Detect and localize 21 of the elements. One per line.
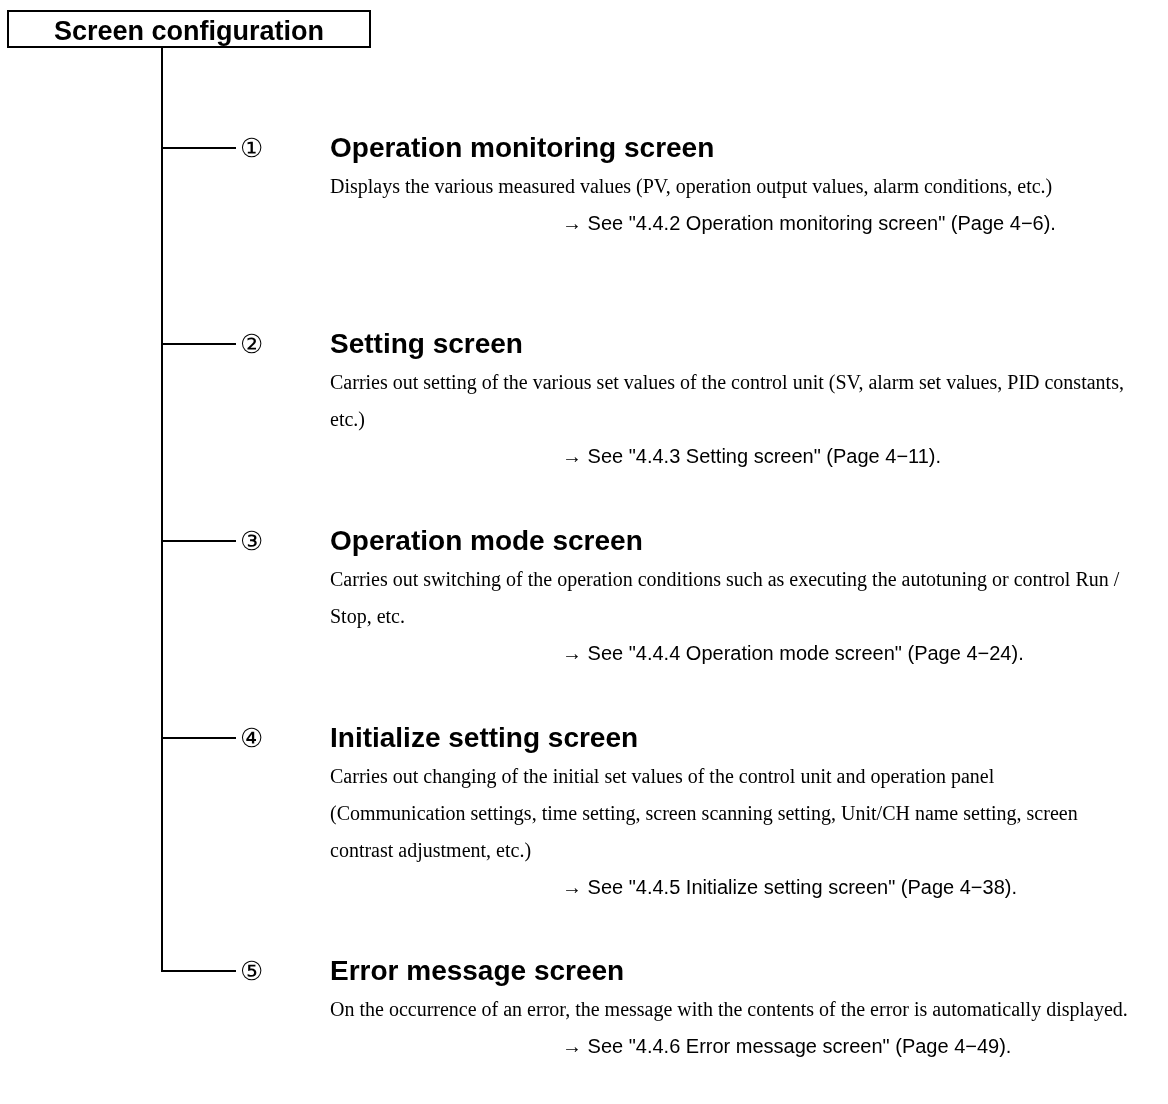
item-heading: Initialize setting screen: [330, 721, 639, 755]
callout-number: ⑤: [240, 955, 263, 988]
item-description: Carries out setting of the various set values of the control unit (SV, alarm set values, PID constants, etc.): [330, 370, 1125, 433]
item-heading: Error message screen: [330, 954, 625, 988]
item-description: On the occurrence of an error, the message with the contents of the error is automatically displayed.: [330, 997, 1129, 1023]
cross-reference: → See "4.4.2 Operation monitoring screen" (Page 4−6).: [562, 211, 1056, 236]
cross-reference: → See "4.4.6 Error message screen" (Page 4−49).: [562, 1034, 1012, 1059]
item-heading: Setting screen: [330, 327, 523, 361]
item-description: Carries out switching of the operation conditions such as executing the autotuning or control Run / Stop, etc.: [330, 567, 1121, 630]
item-heading: Operation mode screen: [330, 524, 643, 558]
item-heading: Operation monitoring screen: [330, 131, 715, 165]
cross-reference: → See "4.4.5 Initialize setting screen" (Page 4−38).: [562, 875, 1017, 900]
cross-reference: → See "4.4.4 Operation mode screen" (Page 4−24).: [562, 641, 1024, 666]
title-box: Screen configuration: [7, 10, 371, 48]
item-description: Carries out changing of the initial set values of the control unit and operation panel (Communication settings, time setting, screen scanning setting, Unit/CH name setting, screen contrast adjustment, etc.): [330, 764, 1079, 864]
cross-reference: → See "4.4.3 Setting screen" (Page 4−11).: [562, 444, 942, 469]
callout-number: ②: [240, 328, 263, 361]
item-description: Displays the various measured values (PV, operation output values, alarm conditions, etc.): [330, 174, 1054, 200]
callout-number: ①: [240, 132, 263, 165]
callout-number: ③: [240, 525, 263, 558]
callout-number: ④: [240, 722, 263, 755]
